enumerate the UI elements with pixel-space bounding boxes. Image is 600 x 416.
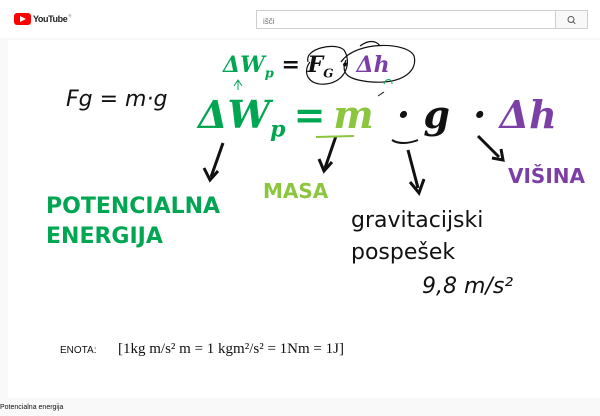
video-player[interactable]: ΔWp = FG · Δh Fg = m·g ΔWp=m · g · Δh bbox=[8, 40, 600, 398]
top-bar: YouTube ® bbox=[0, 0, 600, 38]
search-icon bbox=[567, 16, 576, 25]
label-potencialna: POTENCIALNA bbox=[46, 194, 221, 219]
main-g: g bbox=[423, 92, 450, 137]
label-energija: ENERGIJA bbox=[46, 224, 163, 249]
search-button[interactable] bbox=[556, 10, 588, 29]
handwritten-gravity-value: 9,8 m/s² bbox=[422, 274, 514, 299]
enota-label: ENOTA: bbox=[60, 345, 97, 356]
label-masa: MASA bbox=[263, 179, 329, 203]
small-dot: · bbox=[341, 52, 349, 78]
label-gravitacijski: gravitacijski bbox=[351, 208, 484, 233]
search-box[interactable] bbox=[256, 10, 556, 30]
logo-text: YouTube bbox=[33, 14, 68, 24]
main-sub-p: p bbox=[270, 116, 286, 143]
small-delta-w: ΔW bbox=[223, 52, 265, 78]
main-m: m bbox=[333, 92, 374, 137]
small-sub-g: G bbox=[323, 66, 334, 81]
small-f: F bbox=[307, 52, 324, 78]
main-formula: ΔWp =m · g · Δh bbox=[198, 92, 557, 143]
small-formula: ΔWp = FG · Δh bbox=[223, 52, 390, 81]
main-dot-1: · bbox=[396, 92, 411, 137]
small-sub-p: p bbox=[264, 66, 274, 82]
play-icon bbox=[14, 13, 31, 25]
video-caption: Potencialna energija bbox=[0, 404, 64, 411]
scribble-annotations: Fg = m·g bbox=[66, 40, 505, 197]
logo-registered-mark: ® bbox=[68, 12, 72, 18]
main-delta-h: Δh bbox=[499, 92, 557, 137]
label-visina: VIŠINA bbox=[508, 164, 585, 188]
main-delta-w: ΔW bbox=[198, 92, 271, 137]
main-equals: = bbox=[293, 92, 326, 137]
small-delta-h: Δh bbox=[356, 52, 390, 78]
label-pospesek: pospešek bbox=[351, 240, 456, 265]
small-equals: = bbox=[281, 52, 300, 78]
handwritten-fg-note: Fg = m·g bbox=[66, 87, 167, 112]
youtube-logo[interactable]: YouTube ® bbox=[14, 13, 71, 25]
main-dot-2: · bbox=[473, 92, 487, 137]
enota-formula: [1kg m/s² m = 1 kgm²/s² = 1Nm = 1J] bbox=[118, 341, 344, 357]
search-input[interactable] bbox=[257, 13, 555, 30]
